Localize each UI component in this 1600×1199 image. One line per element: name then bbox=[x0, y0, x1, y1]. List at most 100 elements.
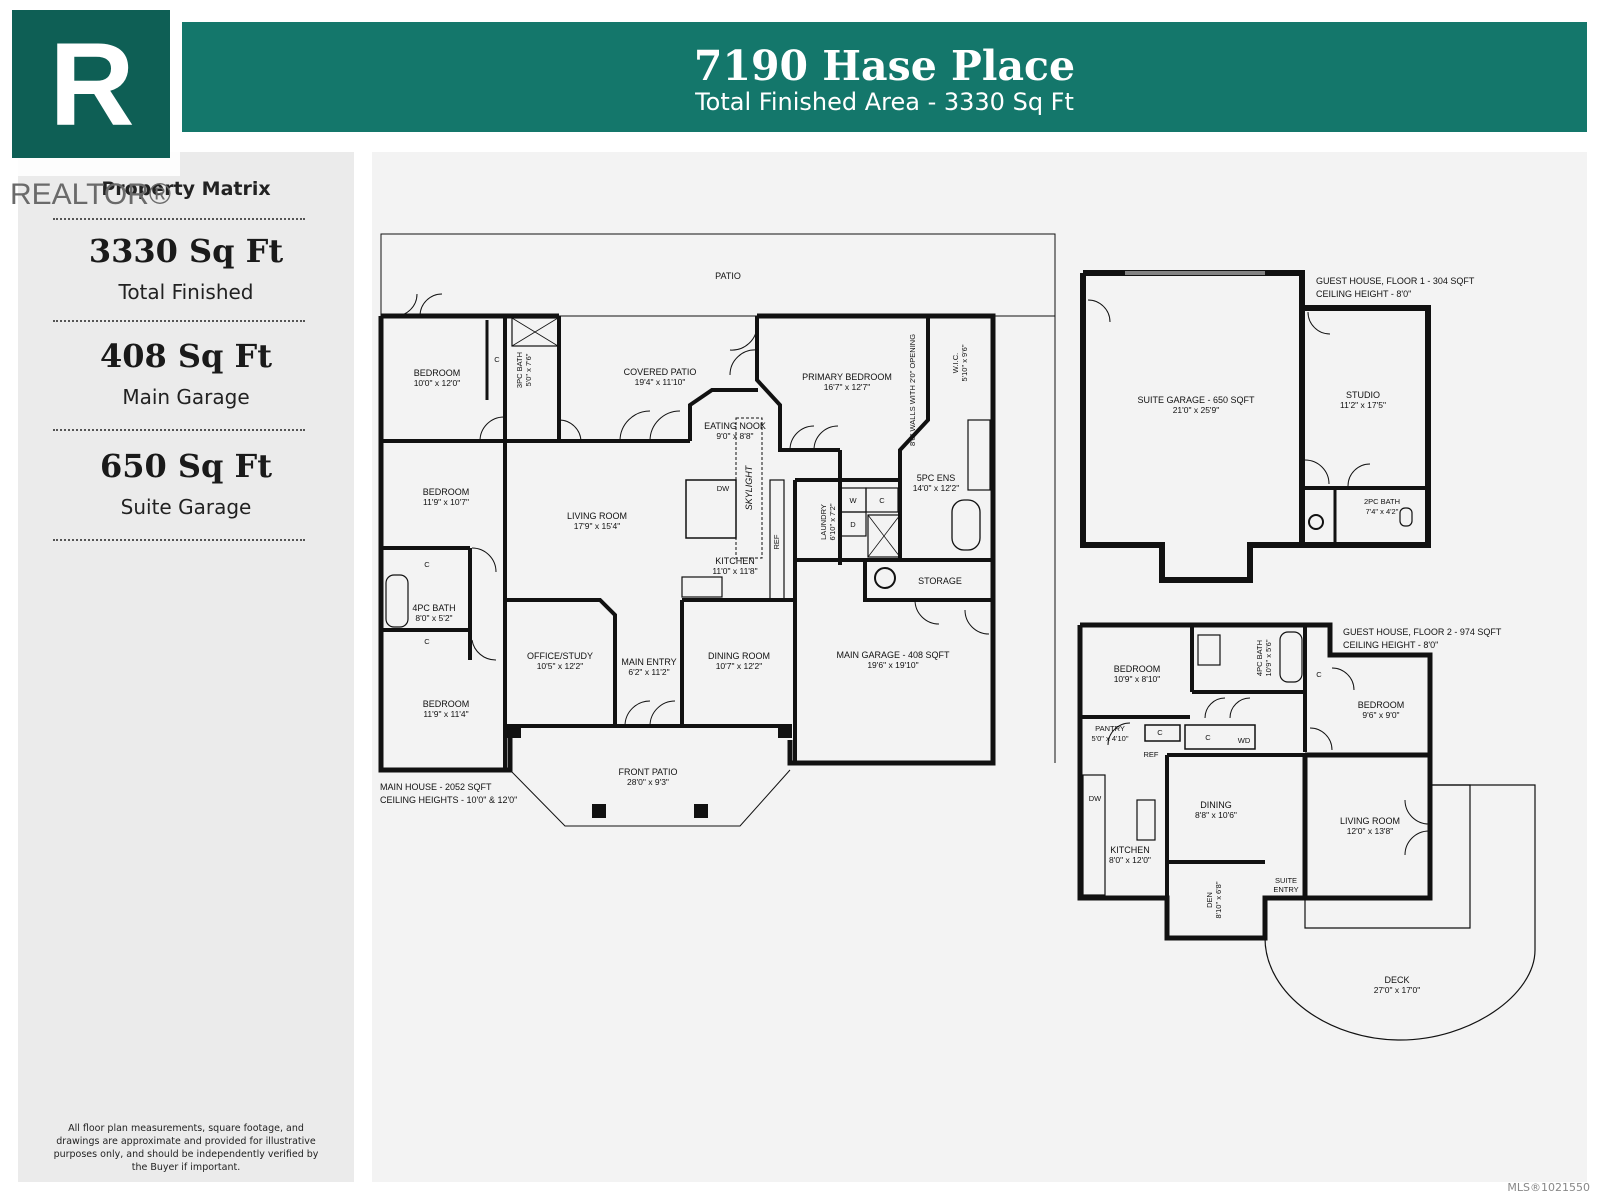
mls-number: MLS®1021550 bbox=[1507, 1181, 1590, 1194]
logo-mark-letter: R bbox=[49, 19, 134, 151]
dim-bedroom-w: 10'9" x 8'10" bbox=[1114, 674, 1161, 684]
dim-eating-nook: 9'0" x 8'8" bbox=[716, 431, 753, 441]
dim-studio: 11'2" x 17'5" bbox=[1340, 400, 1386, 410]
dim-laundry: 6'10" x 7'2" bbox=[828, 503, 837, 540]
door-swing bbox=[471, 547, 497, 661]
label-5pc-ens: 5PC ENS bbox=[917, 473, 956, 483]
dim-4pc-bath: 10'9" x 5'6" bbox=[1264, 639, 1273, 676]
dim-office: 10'5" x 12'2" bbox=[537, 661, 584, 671]
patio-outline bbox=[380, 233, 1056, 317]
fixture-dishwasher: DW bbox=[717, 484, 730, 493]
dim-den: 8'10" x 6'8" bbox=[1214, 881, 1223, 918]
deck-outline bbox=[1304, 784, 1471, 929]
label-office: OFFICE/STUDY bbox=[527, 651, 593, 661]
label-3pc-bath: 3PC BATH bbox=[515, 352, 524, 388]
main-house-caption: MAIN HOUSE - 2052 SQFT CEILING HEIGHTS -… bbox=[380, 782, 517, 805]
skylight-outline bbox=[735, 417, 763, 559]
door-swing bbox=[479, 416, 582, 443]
closet-label: C bbox=[424, 560, 430, 569]
stat-suite-garage-value: 650 Sq Ft bbox=[99, 447, 273, 485]
label-main-garage: MAIN GARAGE - 408 SQFT bbox=[836, 650, 950, 660]
dim-suite-garage: 21'0" x 25'9" bbox=[1173, 405, 1220, 415]
dim-primary-bedroom: 16'7" x 12'7" bbox=[824, 382, 871, 392]
door-swing bbox=[1107, 722, 1131, 746]
dim-main-garage: 19'6" x 19'10" bbox=[867, 660, 918, 670]
guest-floor-1-caption-2: CEILING HEIGHT - 8'0" bbox=[1316, 289, 1411, 299]
door-swing bbox=[1204, 697, 1251, 719]
dim-5pc-ens: 14'0" x 12'2" bbox=[913, 483, 960, 493]
label-bedroom-w: BEDROOM bbox=[423, 487, 470, 497]
dim-bedroom-w: 11'9" x 10'7" bbox=[423, 497, 469, 507]
label-patio: PATIO bbox=[715, 271, 741, 281]
label-suite-entry-2: ENTRY bbox=[1273, 885, 1298, 894]
fixture-dishwasher: DW bbox=[1089, 794, 1102, 803]
wall bbox=[1302, 755, 1433, 901]
dim-pantry: 5'0" x 4'10" bbox=[1092, 734, 1129, 743]
label-eating-nook: EATING NOOK bbox=[704, 421, 766, 431]
shower bbox=[511, 317, 559, 347]
label-2pc-bath: 2PC BATH bbox=[1364, 497, 1400, 506]
main-house-caption-2: CEILING HEIGHTS - 10'0" & 12'0" bbox=[380, 795, 517, 805]
door-swing bbox=[619, 410, 681, 442]
door-swing bbox=[394, 293, 443, 317]
wall bbox=[505, 598, 617, 726]
divider bbox=[53, 429, 305, 431]
door-swing bbox=[1087, 299, 1111, 323]
guest-floor-2-labels: BEDROOM 10'9" x 8'10" 4PC BATH 10'9" x 5… bbox=[1089, 639, 1421, 995]
dim-bedroom-nw: 10'0" x 12'0" bbox=[414, 378, 461, 388]
pillar bbox=[694, 804, 708, 818]
guest-floor-1-caption: GUEST HOUSE, FLOOR 1 - 304 SQFT CEILING … bbox=[1316, 276, 1475, 299]
wall bbox=[378, 316, 513, 773]
door-swing bbox=[789, 425, 839, 451]
closet-box bbox=[1184, 724, 1256, 750]
label-studio: STUDIO bbox=[1346, 390, 1380, 400]
dryer-box bbox=[839, 511, 867, 537]
wall bbox=[1080, 622, 1433, 758]
stat-suite-garage-label: Suite Garage bbox=[120, 495, 252, 519]
dim-3pc-bath: 5'0" x 7'6" bbox=[524, 353, 533, 386]
label-suite-entry-1: SUITE bbox=[1275, 876, 1297, 885]
shower-mark bbox=[511, 317, 559, 347]
realtor-logo: R REALTOR® bbox=[10, 8, 180, 211]
closet-label: C bbox=[1157, 728, 1163, 737]
main-house-plan bbox=[378, 233, 1056, 827]
label-dining-room: DINING ROOM bbox=[708, 651, 770, 661]
main-house-caption-1: MAIN HOUSE - 2052 SQFT bbox=[380, 782, 492, 792]
header-banner: 7190 Hase Place Total Finished Area - 33… bbox=[182, 22, 1587, 132]
dim-bedroom-e: 9'6" x 9'0" bbox=[1362, 710, 1399, 720]
wall bbox=[688, 388, 758, 441]
vanity bbox=[967, 419, 991, 491]
kitchen-island bbox=[1136, 799, 1156, 841]
divider bbox=[53, 320, 305, 322]
front-patio-outline bbox=[509, 769, 791, 827]
property-matrix-title: Property Matrix bbox=[101, 178, 271, 200]
page-subtitle: Total Finished Area - 3330 Sq Ft bbox=[695, 88, 1074, 116]
vanity bbox=[1197, 634, 1221, 666]
dim-2pc-bath: 7'4" x 4'2" bbox=[1366, 507, 1399, 516]
dim-living-room: 12'0" x 13'8" bbox=[1347, 826, 1394, 836]
bathtub bbox=[1279, 631, 1303, 683]
door-swing bbox=[1304, 459, 1371, 487]
label-den: DEN bbox=[1205, 892, 1214, 908]
wall bbox=[1077, 625, 1305, 941]
kitchen-counter bbox=[681, 576, 723, 598]
fixture-washer-dryer: WD bbox=[1238, 736, 1251, 745]
stat-total-label: Total Finished bbox=[118, 280, 254, 304]
property-matrix-panel: Property Matrix 3330 Sq Ft Total Finishe… bbox=[18, 152, 354, 1182]
label-kitchen: KITCHEN bbox=[715, 556, 755, 566]
logo-wordmark: REALTOR® bbox=[10, 178, 171, 211]
divider bbox=[53, 539, 305, 541]
dim-dining: 8'8" x 10'6" bbox=[1195, 810, 1237, 820]
water-heater bbox=[874, 567, 896, 589]
floor-plan-panel: PATIO BEDROOM 10'0" x 12'0" C 3PC BATH 5… bbox=[372, 152, 1587, 1182]
logo-mark-box bbox=[12, 10, 170, 158]
label-deck: DECK bbox=[1384, 975, 1409, 985]
label-4pc-bath: 4PC BATH bbox=[412, 603, 455, 613]
guest-floor-1-caption-1: GUEST HOUSE, FLOOR 1 - 304 SQFT bbox=[1316, 276, 1475, 286]
wall bbox=[1080, 270, 1305, 583]
wall bbox=[755, 316, 840, 452]
label-dining: DINING bbox=[1200, 800, 1232, 810]
fixture-fridge: REF bbox=[772, 534, 781, 549]
door-swing bbox=[914, 599, 990, 635]
closet-label: C bbox=[424, 637, 430, 646]
